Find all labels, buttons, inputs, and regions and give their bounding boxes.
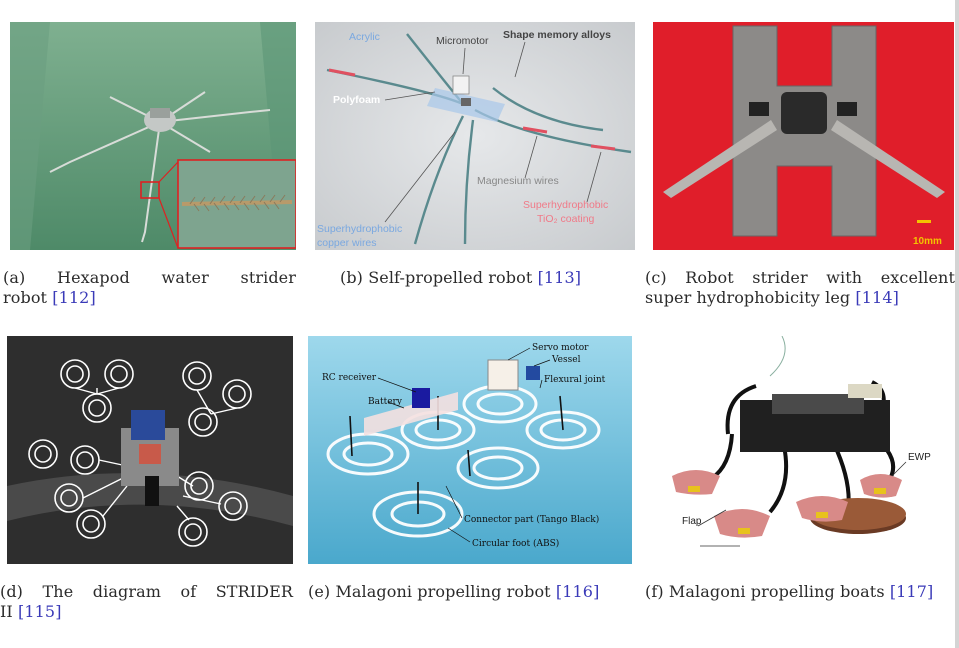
caption-a-line2: robot [112]: [3, 288, 296, 308]
label-superhydrophobic-tio2: Superhydrophobic: [523, 199, 608, 211]
panel-b-image: Acrylic Micromotor Shape memory alloys P…: [315, 22, 635, 250]
label-rc-receiver: RC receiver: [322, 373, 377, 383]
panel-a-image: [10, 22, 296, 250]
malagoni-boats-photo: Flap EWP: [652, 336, 954, 564]
panel-d-image: [7, 336, 293, 564]
hexapod-strider-photo: [10, 22, 296, 250]
caption-c-line2: super hydrophobicity leg [114]: [645, 288, 955, 308]
panel-e-image: Servo motor Vessel RC receiver Flexural …: [308, 336, 632, 564]
caption-b-text: (b) Self-propelled robot: [340, 268, 538, 287]
label-vessel: Vessel: [551, 355, 581, 365]
label-connector-part: Connector part (Tango Black): [464, 514, 599, 525]
caption-f: (f) Malagoni propelling boats [117]: [645, 582, 957, 602]
citation-link-116[interactable]: [116]: [555, 582, 600, 601]
label-battery: Battery: [368, 397, 403, 407]
label-micromotor: Micromotor: [436, 35, 489, 47]
label-tio2-coating: TiO₂ coating: [537, 213, 595, 225]
caption-d: (d) The diagram of STRIDER: [0, 582, 293, 602]
robot-strider-photo: 10mm: [653, 22, 954, 250]
citation-link-117[interactable]: [117]: [889, 582, 934, 601]
caption-a-text-2: robot: [3, 288, 53, 307]
label-shape-memory-alloys: Shape memory alloys: [503, 29, 611, 41]
caption-c-text: (c) Robot strider with excellent: [645, 268, 955, 287]
caption-e-text: (e) Malagoni propelling robot: [308, 582, 556, 601]
label-polyfoam: Polyfoam: [333, 94, 380, 106]
self-propelled-robot-diagram: Acrylic Micromotor Shape memory alloys P…: [315, 22, 635, 250]
strider-ii-photo: [7, 336, 293, 564]
label-magnesium-wires: Magnesium wires: [477, 175, 559, 187]
caption-e: (e) Malagoni propelling robot [116]: [308, 582, 638, 602]
citation-link-112[interactable]: [112]: [52, 288, 96, 307]
caption-b: (b) Self-propelled robot [113]: [340, 268, 640, 288]
caption-d-text-2: II: [0, 602, 19, 621]
citation-link-113[interactable]: [113]: [537, 268, 582, 287]
malagoni-robot-diagram: Servo motor Vessel RC receiver Flexural …: [308, 336, 632, 564]
caption-c-text-2: super hydrophobicity leg: [645, 288, 856, 307]
label-servo-motor: Servo motor: [532, 343, 589, 353]
label-circular-foot: Circular foot (ABS): [472, 538, 559, 549]
citation-link-114[interactable]: [114]: [855, 288, 899, 307]
panel-c-image: 10mm: [653, 22, 954, 250]
label-ewp: EWP: [908, 452, 931, 463]
label-flap: Flap: [682, 516, 702, 527]
caption-f-text: (f) Malagoni propelling boats: [645, 582, 890, 601]
citation-link-115[interactable]: [115]: [18, 602, 62, 621]
caption-c: (c) Robot strider with excellent: [645, 268, 955, 288]
caption-d-text: (d) The diagram of STRIDER: [0, 582, 293, 601]
label-acrylic: Acrylic: [349, 31, 380, 43]
scale-bar-label: 10mm: [913, 236, 942, 247]
page-edge-divider: [955, 0, 959, 648]
panel-f-image: Flap EWP: [652, 336, 954, 564]
caption-a-text: (a) Hexapod water strider: [3, 268, 296, 287]
label-superhydrophobic-copper: Superhydrophobic: [317, 223, 402, 235]
label-flexural-joint: Flexural joint: [544, 375, 606, 385]
caption-a: (a) Hexapod water strider: [3, 268, 296, 288]
caption-d-line2: II [115]: [0, 602, 293, 622]
label-copper-wires: copper wires: [317, 237, 377, 249]
